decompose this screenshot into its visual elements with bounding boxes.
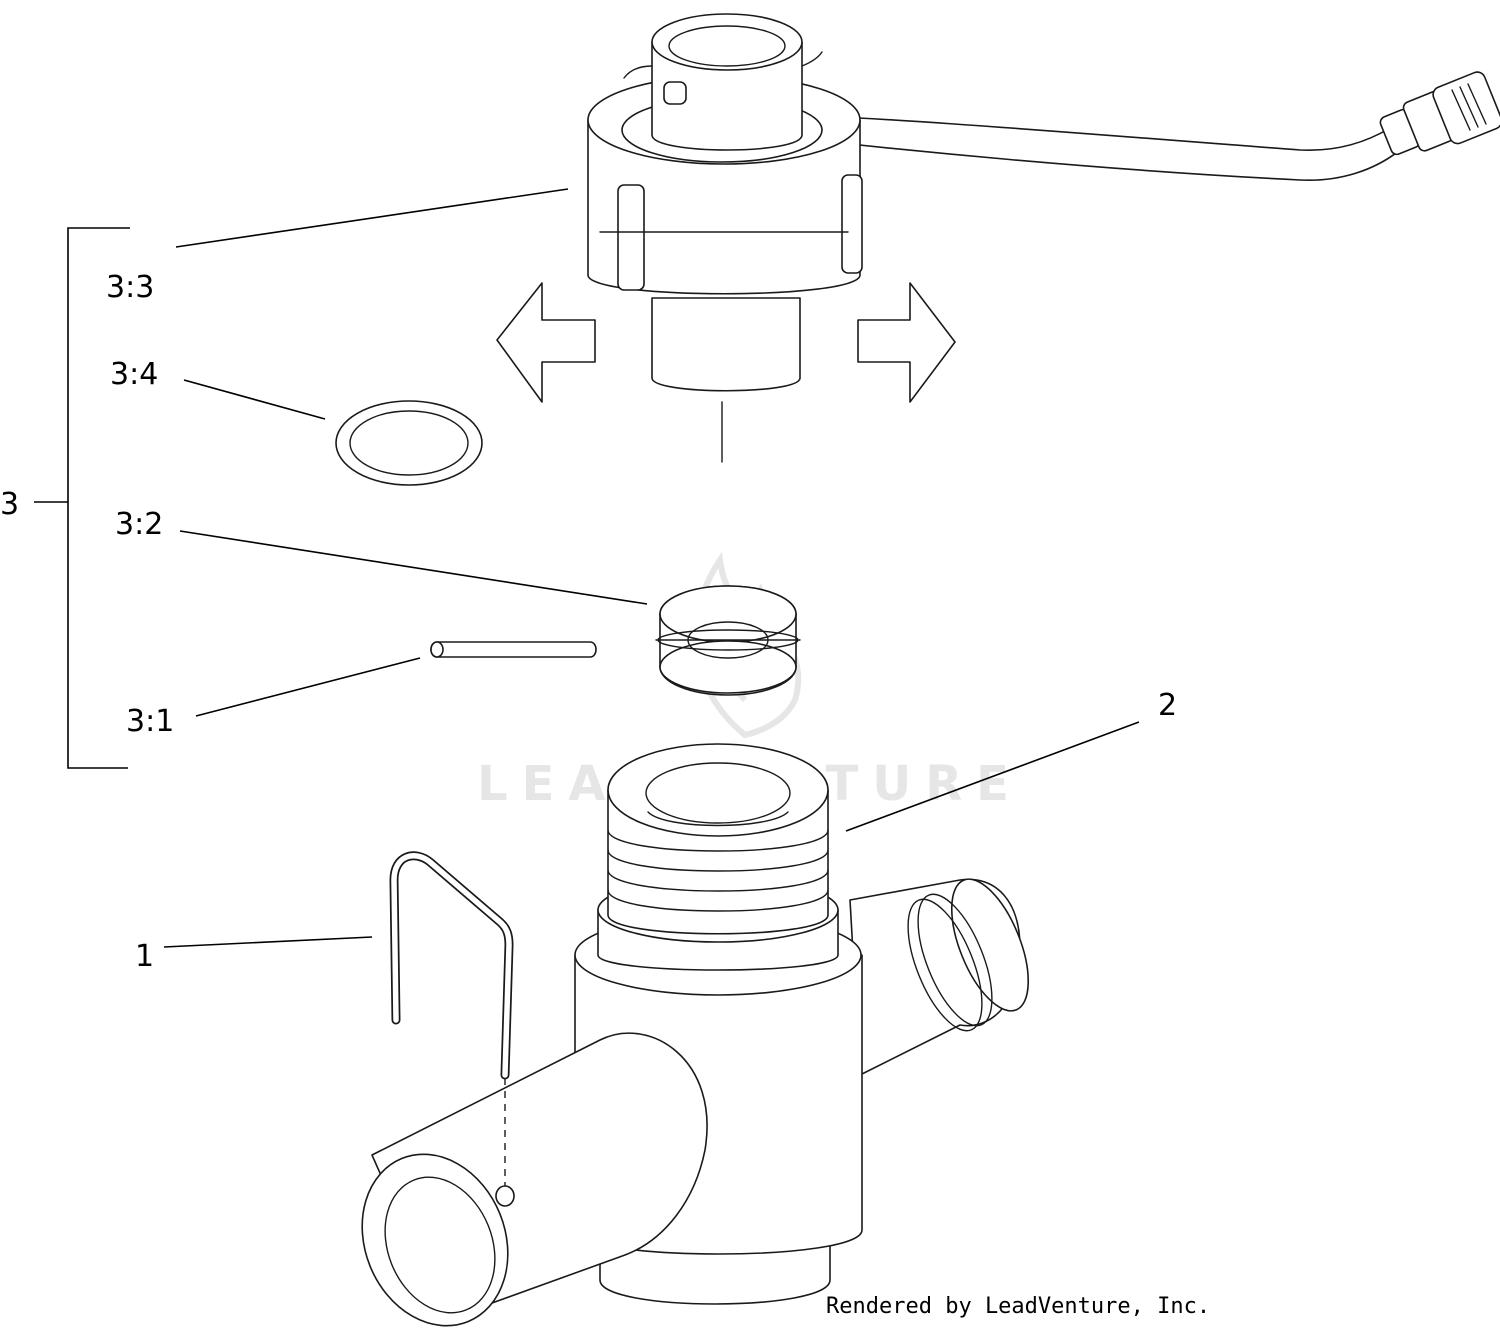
leader-1 (163, 936, 373, 948)
leader-3-3 (175, 188, 569, 248)
assembly-bracket (34, 227, 130, 769)
left-arrow-icon (496, 282, 596, 403)
o-ring-drawing (335, 400, 483, 486)
callout-retaining-clip: 1 (135, 939, 154, 974)
callout-pin: 3:1 (126, 704, 174, 739)
retaining-clip-drawing (389, 851, 514, 1186)
leader-3-1 (195, 657, 421, 717)
clip-hole (495, 1185, 515, 1207)
render-credit: Rendered by LeadVenture, Inc. (826, 1294, 1210, 1319)
valve-disc-drawing (655, 585, 801, 696)
cable-connector (1379, 71, 1500, 156)
callout-labels: 3 3:3 3:4 3:2 3:1 2 1 (0, 270, 1177, 974)
callout-valve-disc: 3:2 (115, 507, 163, 542)
right-arrow-icon (857, 282, 956, 403)
pin-drawing (430, 641, 597, 658)
sensor-assembly-drawing (496, 13, 1500, 463)
leader-2 (845, 721, 1140, 832)
callout-o-ring: 3:4 (110, 357, 158, 392)
leader-3-2 (179, 530, 648, 605)
leader-lines (163, 188, 1140, 948)
leader-3-4 (183, 379, 326, 420)
valve-body-drawing (361, 743, 1030, 1327)
callout-valve-body: 2 (1158, 688, 1177, 723)
callout-sensor: 3:3 (106, 270, 154, 305)
callout-assembly: 3 (0, 487, 19, 522)
